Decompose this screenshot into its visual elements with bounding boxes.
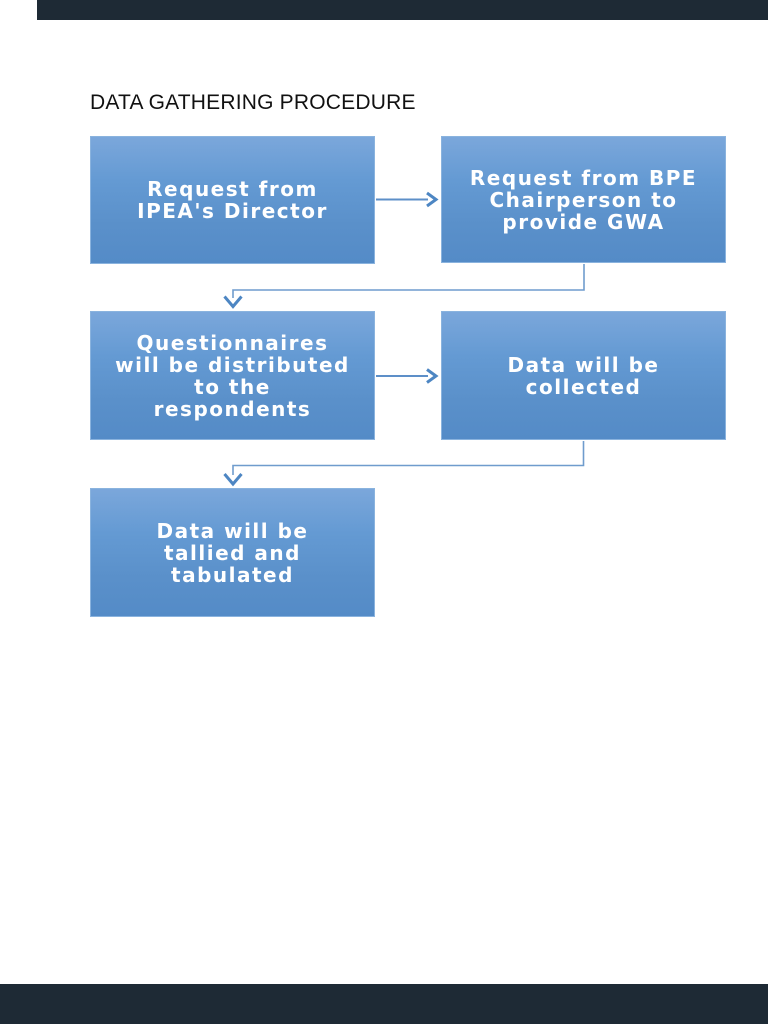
flow-node-request-bpe-chairperson: Request from BPE Chairperson to provide … bbox=[441, 136, 726, 263]
flow-node-data-tallied-tabulated: Data will be tallied and tabulated bbox=[90, 488, 375, 617]
flow-node-request-ipea-director: Request from IPEA's Director bbox=[90, 136, 375, 264]
page-title: DATA GATHERING PROCEDURE bbox=[90, 91, 416, 114]
connector-n4-n5 bbox=[223, 441, 585, 487]
flow-node-questionnaires-distributed: Questionnaires will be distributed to th… bbox=[90, 311, 375, 440]
viewer-top-bar bbox=[37, 0, 768, 20]
flow-node-data-collected: Data will be collected bbox=[441, 311, 726, 440]
viewer-bottom-bar bbox=[0, 984, 768, 1024]
connector-n3-n4 bbox=[376, 368, 439, 384]
connector-n2-n3 bbox=[223, 264, 585, 309]
connector-n1-n2 bbox=[376, 191, 439, 208]
